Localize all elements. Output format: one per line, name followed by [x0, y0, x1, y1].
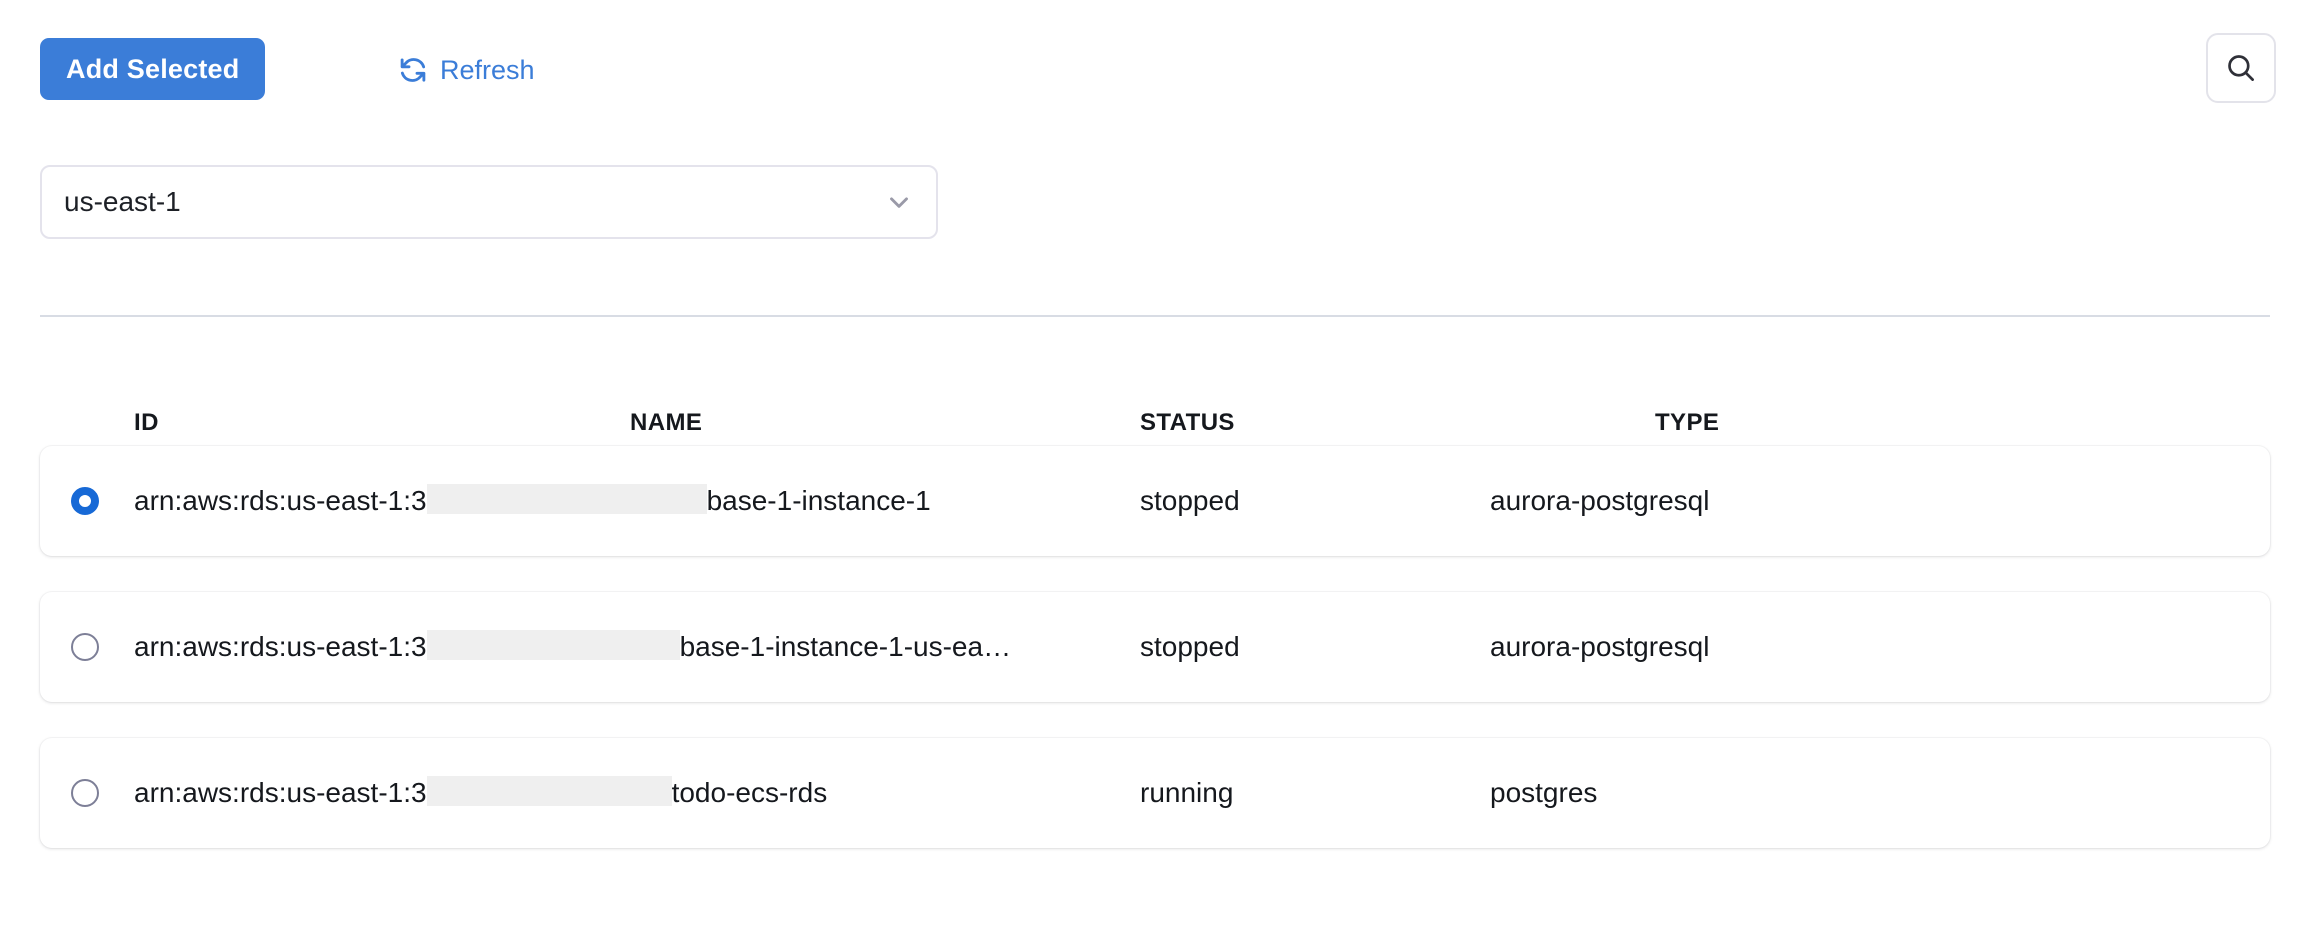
cell-id: arn:aws:rds:us-east-1:3 todo-ecs-rds: [130, 776, 1140, 810]
cell-status: stopped: [1140, 631, 1240, 662]
column-header-name: NAME: [630, 409, 703, 436]
row-select-radio[interactable]: [40, 592, 130, 702]
table-row[interactable]: arn:aws:rds:us-east-1:3 base-1-instance-1…: [40, 446, 2270, 556]
arn-prefix: arn:aws:rds:us-east-1:3: [134, 485, 427, 516]
cell-id: arn:aws:rds:us-east-1:3 base-1-instance-1: [130, 484, 1140, 518]
search-icon: [2224, 51, 2258, 85]
arn-suffix: todo-ecs-rds: [671, 777, 828, 808]
instances-table: ID NAME STATUS TYPE arn:aws:rds:us-east-…: [40, 400, 2270, 884]
toolbar: Add Selected Refresh: [0, 0, 2298, 130]
cell-status: stopped: [1140, 485, 1240, 516]
section-divider: [40, 315, 2270, 317]
redacted-account-id: [426, 484, 707, 514]
cell-type: postgres: [1490, 777, 1598, 808]
column-header-status: STATUS: [1140, 409, 1235, 436]
table-header-row: ID NAME STATUS TYPE: [40, 400, 2270, 446]
arn-prefix: arn:aws:rds:us-east-1:3: [134, 777, 427, 808]
region-select[interactable]: us-east-1: [40, 165, 938, 239]
redacted-account-id: [426, 776, 672, 806]
arn-prefix: arn:aws:rds:us-east-1:3: [134, 631, 427, 662]
redacted-account-id: [426, 630, 680, 660]
column-header-id: ID: [134, 409, 159, 436]
radio-unchecked-icon: [71, 633, 99, 661]
radio-unchecked-icon: [71, 779, 99, 807]
row-select-radio[interactable]: [40, 446, 130, 556]
cell-id: arn:aws:rds:us-east-1:3 base-1-instance-1…: [130, 630, 1140, 664]
column-header-type: TYPE: [1655, 409, 1720, 436]
table-row[interactable]: arn:aws:rds:us-east-1:3 base-1-instance-1…: [40, 592, 2270, 702]
search-button[interactable]: [2206, 33, 2276, 103]
chevron-down-icon: [884, 187, 914, 217]
cell-type: aurora-postgresql: [1490, 631, 1710, 662]
refresh-icon: [398, 55, 428, 85]
cell-status: running: [1140, 777, 1234, 808]
arn-suffix: base-1-instance-1: [706, 485, 931, 516]
cell-type: aurora-postgresql: [1490, 485, 1710, 516]
arn-suffix: base-1-instance-1-us-ea…: [679, 631, 1012, 662]
region-select-value: us-east-1: [64, 186, 181, 217]
refresh-button[interactable]: Refresh: [398, 50, 535, 90]
radio-checked-icon: [71, 487, 99, 515]
add-selected-button[interactable]: Add Selected: [40, 38, 266, 100]
row-select-radio[interactable]: [40, 738, 130, 848]
refresh-label: Refresh: [440, 54, 535, 85]
